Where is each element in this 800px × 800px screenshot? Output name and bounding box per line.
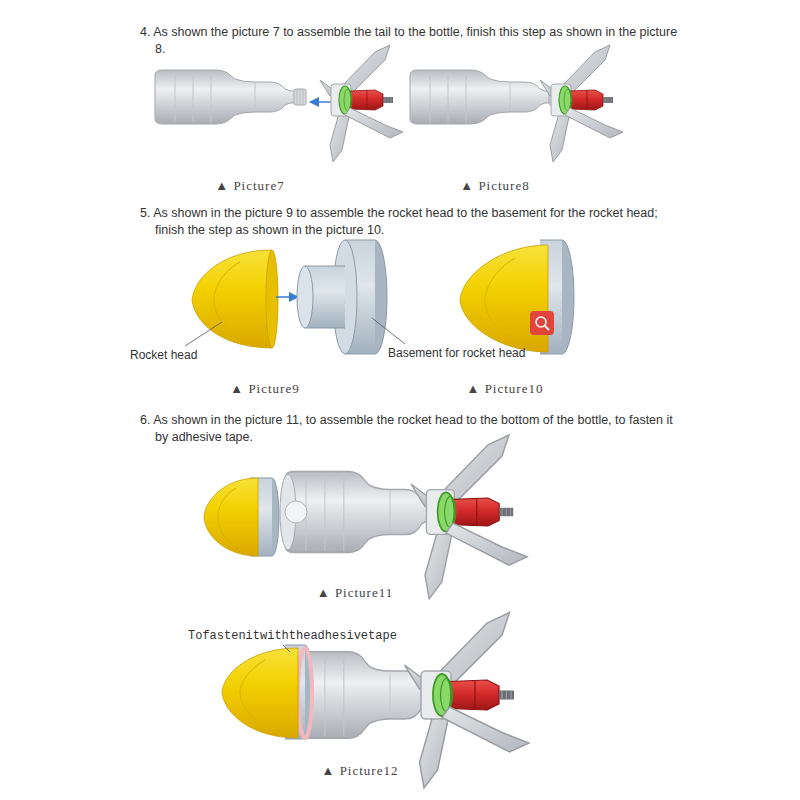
picture-caption: ▲ Picture9	[205, 381, 325, 397]
picture-7	[155, 45, 403, 162]
picture-caption: ▲ Picture12	[300, 763, 420, 779]
part-label: Rocket head	[130, 348, 230, 362]
picture-9	[185, 240, 405, 354]
picture-11	[204, 435, 527, 599]
picture-10	[460, 240, 574, 354]
step-instruction: 4. As shown the picture 7 to assemble th…	[140, 24, 685, 58]
step-instruction: 5. As shown in the picture 9 to assemble…	[140, 205, 685, 239]
adhesive-tape	[298, 648, 312, 738]
zoom-icon	[530, 311, 554, 335]
step-instruction: 6. As shown in the picture 11, to assemb…	[140, 412, 685, 446]
picture-8	[410, 45, 623, 162]
picture-caption: ▲ Picture8	[435, 178, 555, 194]
picture-caption: ▲ Picture10	[445, 381, 565, 397]
picture-caption: ▲ Picture7	[190, 178, 310, 194]
part-label: Basement for rocket head	[388, 346, 568, 360]
picture-caption: ▲ Picture11	[295, 585, 415, 601]
callout-label: Tofastenitwiththeadhesivetape	[188, 629, 448, 643]
